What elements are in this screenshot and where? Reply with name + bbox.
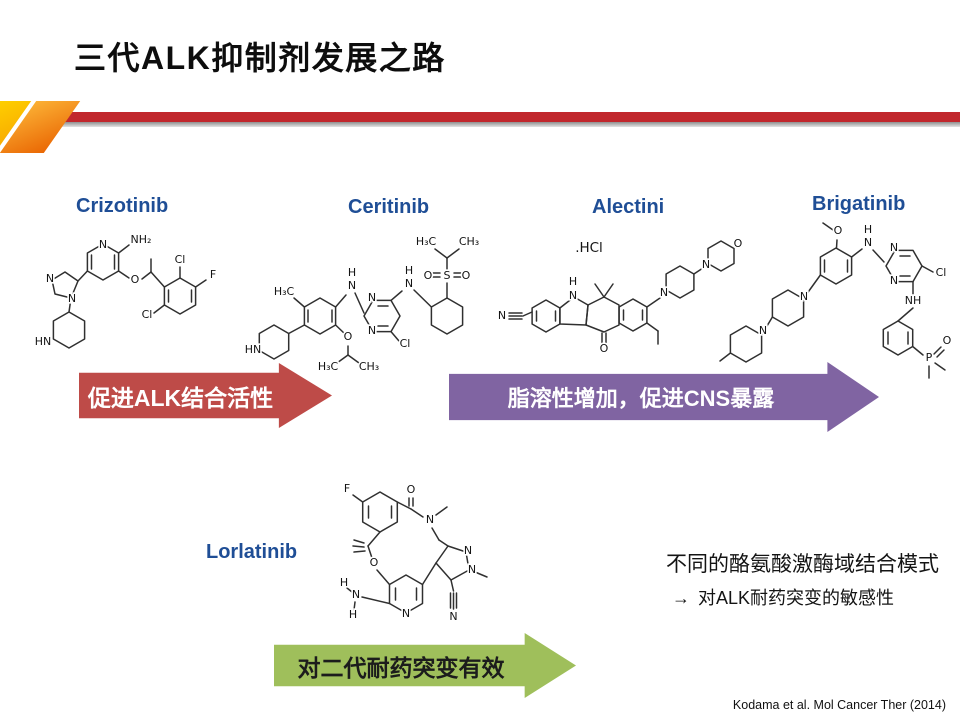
atom-label: N xyxy=(890,274,898,287)
atom-label: O xyxy=(834,224,843,237)
atom-label: N xyxy=(660,286,668,299)
atom-label: O xyxy=(943,334,952,347)
atom-label: Cl xyxy=(936,266,947,279)
green-arrow-label: 对二代耐药突变有效 xyxy=(297,654,505,681)
atom-label: CH₃ xyxy=(359,360,379,373)
atom-label: P xyxy=(926,351,933,364)
purple-arrow-label: 脂溶性增加，促进CNS暴露 xyxy=(507,386,775,411)
atom-label: N xyxy=(800,290,808,303)
atom-label: NH xyxy=(905,294,922,307)
atom-label: O xyxy=(344,330,353,343)
atom-label: H₃C xyxy=(416,235,437,248)
crizotinib-label: Crizotinib xyxy=(76,195,169,217)
red-arrow: 促进ALK结合活性 xyxy=(79,363,332,428)
annotation-line1: 不同的酪氨酸激酶域结合模式 xyxy=(666,553,939,576)
atom-label: F xyxy=(344,482,350,495)
atom-label: H xyxy=(405,264,413,277)
arrow-glyph: → xyxy=(672,588,690,608)
atom-label: N xyxy=(46,272,54,285)
atom-label: H₃C xyxy=(318,360,339,373)
atom-label: N xyxy=(348,279,356,292)
atom-label: H xyxy=(569,275,577,288)
atom-label: F xyxy=(210,268,216,281)
atom-label: H₃C xyxy=(274,285,295,298)
atom-label: N xyxy=(368,324,376,337)
atom-label: N xyxy=(68,292,76,305)
alectinib-label: Alectini xyxy=(592,196,665,218)
atom-label: N xyxy=(702,258,710,271)
atom-label: O xyxy=(131,273,140,286)
annotation-line2-text: 对ALK耐药突变的敏感性 xyxy=(698,588,895,608)
atom-label: N xyxy=(569,289,577,302)
atom-label: H xyxy=(349,608,357,621)
atom-label: H xyxy=(340,576,348,589)
atom-label: O xyxy=(462,269,471,282)
atom-label: Cl xyxy=(175,253,186,266)
atom-label: O xyxy=(424,269,433,282)
lorlatinib-label: Lorlatinib xyxy=(206,541,298,563)
brigatinib-label: Brigatinib xyxy=(812,193,906,215)
annotation-line2: → 对ALK耐药突变的敏感性 xyxy=(672,584,894,610)
atom-label: Cl xyxy=(400,337,411,350)
alectinib-structure: .HCl N H N O N N O xyxy=(496,235,744,356)
atom-label: Cl xyxy=(142,308,153,321)
atom-label: N xyxy=(402,607,410,620)
atom-label: N xyxy=(368,291,376,304)
atom-label: HN xyxy=(35,335,52,348)
ceritinib-label: Ceritinib xyxy=(348,196,430,218)
atom-label: O xyxy=(407,483,416,496)
title-underline-bar xyxy=(28,112,960,122)
atom-label: N xyxy=(352,588,360,601)
atom-label: N xyxy=(864,236,872,249)
green-arrow: 对二代耐药突变有效 xyxy=(274,633,576,698)
atom-label: N xyxy=(759,324,767,337)
atom-label: N xyxy=(405,277,413,290)
brigatinib-structure: O H N N N Cl NH P O N N xyxy=(719,221,953,379)
page-title: 三代ALK抑制剂发展之路 xyxy=(74,40,446,76)
atom-label: N xyxy=(464,544,472,557)
lorlatinib-structure: F O N N N N O N H N H xyxy=(338,480,488,625)
crizotinib-structure: N NH₂ Cl F Cl O N N HN xyxy=(33,231,218,349)
atom-label: NH₂ xyxy=(131,233,152,246)
atom-label: O xyxy=(600,342,609,355)
red-arrow-label: 促进ALK结合活性 xyxy=(87,384,274,411)
atom-label: HN xyxy=(245,343,262,356)
atom-label: H xyxy=(348,266,356,279)
citation: Kodama et al. Mol Cancer Ther (2014) xyxy=(732,698,946,712)
atom-label: N xyxy=(426,513,434,526)
atom-label: O xyxy=(370,556,379,569)
ceritinib-structure: HN H₃C O H₃C CH₃ H N N N Cl H N O S O H₃… xyxy=(243,233,481,374)
title-underline-shadow xyxy=(44,122,960,127)
atom-label: S xyxy=(444,269,451,282)
atom-label: H xyxy=(864,223,872,236)
atom-label: N xyxy=(498,309,506,322)
atom-label: O xyxy=(734,237,743,250)
atom-label: N xyxy=(468,563,476,576)
atom-label: N xyxy=(99,238,107,251)
atom-label: .HCl xyxy=(575,240,603,256)
atom-label: CH₃ xyxy=(459,235,479,248)
atom-label: N xyxy=(449,610,457,623)
atom-label: N xyxy=(890,241,898,254)
